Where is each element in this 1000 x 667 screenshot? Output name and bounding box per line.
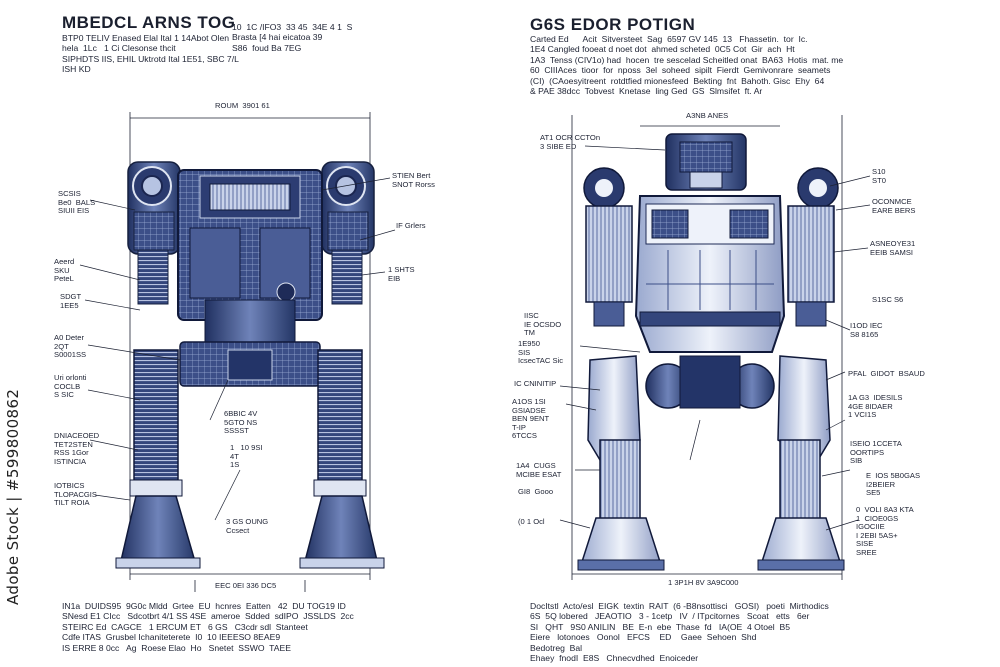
right-callout: IC CNINITIP xyxy=(514,379,557,388)
right-callout: A1OS 1SI GSIADSE BEN 9ENT T-IP 6TCCS xyxy=(512,397,550,441)
right-footer-line: DocItstl Acto/esl EIGK textin RAIT (6 -B… xyxy=(530,601,829,611)
right-footer-line: 6S 5Q lobered JEAOTIO 3 - 1cetp IV / ITp… xyxy=(530,611,810,622)
right-callout: (0 1 Ocl xyxy=(518,517,545,526)
right-bottom-dimension: 1 3P1H 8V 3A9C000 xyxy=(668,578,739,587)
left-panel-title: MBEDCL ARNS TOG xyxy=(62,13,236,32)
right-header-line: 1A3 Tenss (CIV1o) had hocen tre sescelad… xyxy=(530,54,844,65)
left-bottom-dimension: EEC 0EI 336 DC5 xyxy=(215,581,277,590)
left-header-right-line: S86 foud Ba 7EG xyxy=(232,42,302,53)
right-callout: GI8 Gooo xyxy=(518,487,554,496)
right-callout: ASNEOYE31 EEIB SAMSI xyxy=(870,239,916,257)
left-callout: 1 SHTS EIB xyxy=(388,265,415,283)
left-top-dimension: ROUM 3901 61 xyxy=(215,101,270,110)
left-callout: 6BBIC 4V 5GTO NS SSSST xyxy=(224,409,258,436)
left-footer-block: IN1a DUIDS95 9G0c Mldd Grtee EU hcnres E… xyxy=(62,601,354,653)
right-footer-line: SI QHT 9S0 ANILIN BE E-n ebe Thase fd IA… xyxy=(530,621,790,632)
left-header-line: hela 1Lc 1 Ci Clesonse thcit xyxy=(62,43,176,54)
left-callout: Uri orlonti COCLB S SIC xyxy=(54,373,87,400)
left-header-block: BTP0 TELIV Enased Elal Ital 1 14Abot Ole… xyxy=(62,33,239,75)
right-callout: 1E950 SIS IcsecTAC Sic xyxy=(518,339,564,366)
right-panel-title: G6S EDOR POTIGN xyxy=(530,15,696,34)
left-callout: SCSIS Be0 BALS SIUII EIS xyxy=(58,189,96,216)
left-header-right-line: Brasta [4 hai eicatoa 39 xyxy=(232,32,323,43)
right-header-line: 60 CIIIAces tioor for nposs 3el soheed s… xyxy=(530,65,831,76)
right-callout: I1OD IEC S8 8165 xyxy=(850,321,883,339)
right-callout: 1A G3 IDESILS 4GE 8IDAER 1 VCI1S xyxy=(848,393,903,420)
right-header-line: 1E4 Cangled fooeat d noet dot ahmed sche… xyxy=(530,44,795,55)
left-header-right-line: 10 1C /IFO3 33 45 34E 4 1 S xyxy=(232,22,353,32)
left-header-line: BTP0 TELIV Enased Elal Ital 1 14Abot Ole… xyxy=(62,33,230,43)
right-callout: S10 ST0 xyxy=(872,167,886,185)
right-header-line: & PAE 38dcc Tobvest Knetase ling Ged GS … xyxy=(530,86,763,97)
left-callout: STIEN Bert SNOT Rorss xyxy=(392,171,435,189)
left-callout: Aeerd SKU PeteL xyxy=(54,257,75,284)
right-callout: PFAL GIDOT BSAUD xyxy=(848,369,925,378)
right-footer-line: Eiere lotonoes Oonol EFCS ED Gaee Sehoen… xyxy=(530,632,757,643)
right-callout: OCONMCE EARE BERS xyxy=(872,197,916,215)
stock-id-watermark: Adobe Stock | #599800862 xyxy=(4,388,22,605)
right-callout: 0 VOLI 8A3 KTA 1 CIOE0GS IGOCIIE I 2EBI … xyxy=(856,505,914,557)
left-callout: IOTBICS TLOPACGIS TILT ROIA xyxy=(54,481,97,508)
left-callout: 3 GS OUNG Ccsect xyxy=(226,517,269,535)
right-header-line: Carted Ed Acit Sitversteet Sag 6597 GV 1… xyxy=(530,34,808,44)
right-header-line: (CI) (CAoesyitreent rotdtfied mionesfeed… xyxy=(530,75,825,86)
right-top-dimension: A3NB ANES xyxy=(686,111,729,120)
right-header-block: Carted Ed Acit Sitversteet Sag 6597 GV 1… xyxy=(530,34,843,96)
left-footer-line: Cdfe ITAS Grusbel Ichaniteterete I0 10 I… xyxy=(62,632,281,643)
left-header-line: SIPHDTS IIS, EHIL Uktrotd Ital 1E51, SBC… xyxy=(62,53,239,64)
right-callout: ISEIO 1CCETA OORTIPS SIB xyxy=(850,439,902,466)
right-footer-line: Ehaey fnodI E8S Chnecvdhed Enoiceder xyxy=(530,653,699,664)
left-footer-line: STEIRC Ed CAGCE 1 ERCUM ET 6 GS C3cdr sd… xyxy=(62,621,308,632)
right-footer-line: Bedotreg Bal xyxy=(530,642,583,653)
left-callout: IF Grlers xyxy=(396,221,426,230)
right-callout: AT1 OCR CCTOn 3 SIBE ED xyxy=(540,133,601,151)
right-callout: E IOS 5B0GAS I2BEIER SE5 xyxy=(866,471,921,498)
left-footer-line: IS ERRE 8 0cc Ag Roese Elao Ho Snetet SS… xyxy=(62,642,291,653)
left-robot-figure xyxy=(79,112,396,592)
left-callout: DNIACEOED TET2STEN RSS 1Gor ISTINCIA xyxy=(54,431,100,466)
left-header-line: ISH KD xyxy=(62,64,91,75)
left-footer-line: SNesd E1 CIcc Sdcotbrt 4/1 SS 4SE ameroe… xyxy=(62,611,354,622)
right-callout: 1A4 CUGS MCIBE ESAT xyxy=(516,461,562,479)
left-callout: A0 Deter 2QT S0001SS xyxy=(54,333,87,360)
right-callout: S1SC S6 xyxy=(872,295,904,304)
left-footer-line: IN1a DUIDS95 9G0c Mldd Grtee EU hcnres E… xyxy=(62,601,346,611)
left-callout: 1 10 9SI 4T 1S xyxy=(230,443,263,470)
right-footer-block: DocItstl Acto/esl EIGK textin RAIT (6 -B… xyxy=(530,601,829,663)
left-callout: SDGT 1EE5 xyxy=(60,292,82,310)
right-callout: IISC IE OCSDO TM xyxy=(524,311,562,338)
right-robot-figure xyxy=(559,115,871,580)
left-header-right-block: 10 1C /IFO3 33 45 34E 4 1 S Brasta [4 ha… xyxy=(232,22,352,53)
